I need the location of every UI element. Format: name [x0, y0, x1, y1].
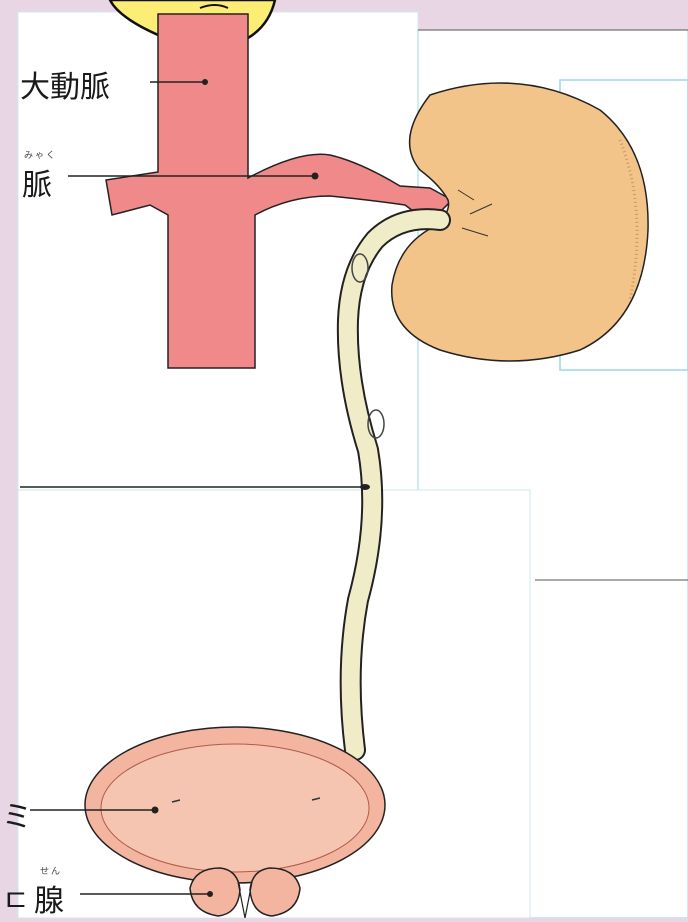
label-prostate-partial: ㄷ: [2, 876, 30, 920]
label-aorta: 大動脈: [20, 62, 110, 106]
label-prostate: 腺: [34, 876, 64, 920]
bladder-inner: [101, 744, 369, 872]
label-vein: 脈: [22, 160, 52, 204]
label-bladder-partial: ミ: [2, 792, 32, 836]
